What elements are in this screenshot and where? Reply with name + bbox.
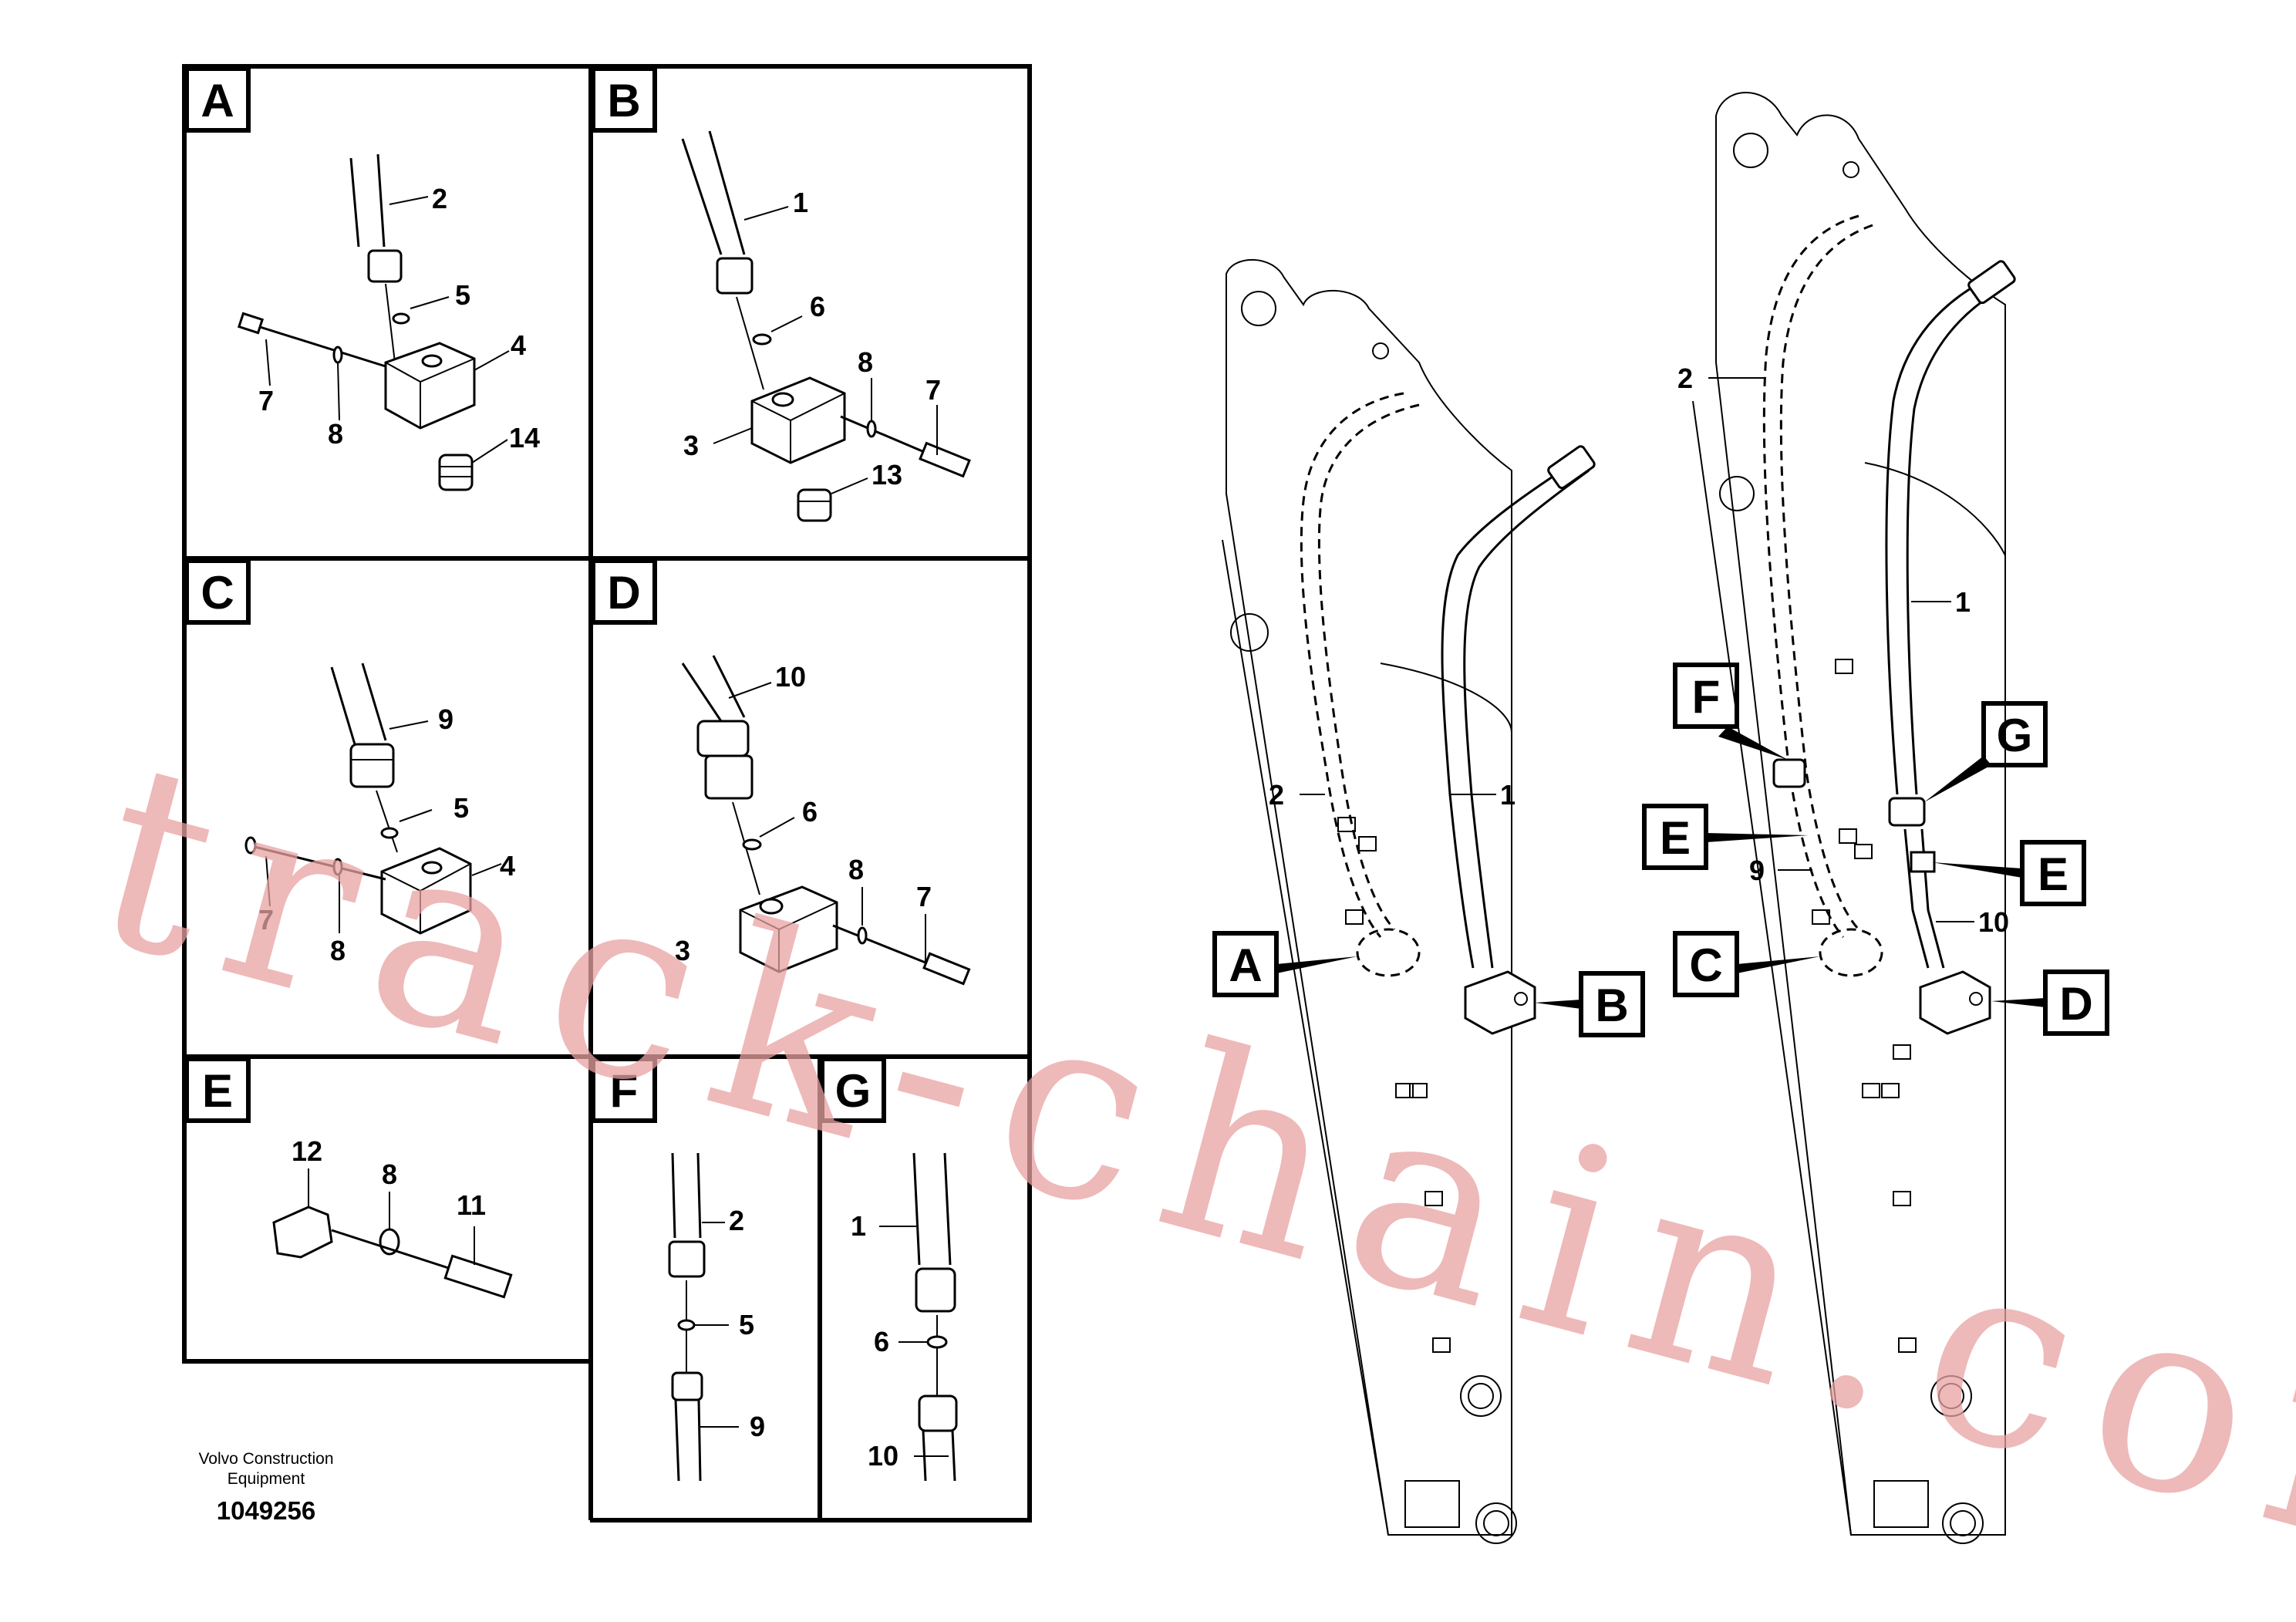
label-a-7: 7 (258, 385, 274, 416)
label-b-6: 6 (810, 291, 825, 322)
boom-left-label-2: 2 (1269, 779, 1284, 811)
panel-label-c: C (184, 558, 251, 625)
boom-right-callout-e-left: E (1660, 812, 1691, 864)
label-b-7: 7 (925, 374, 941, 406)
boom-right-callout-f: F (1692, 671, 1721, 723)
label-f-5: 5 (739, 1309, 754, 1340)
panel-c-drawing: 9 5 7 8 4 (244, 663, 515, 966)
label-b-1: 1 (793, 187, 808, 218)
label-a-4: 4 (511, 329, 526, 361)
panel-label-a: A (184, 66, 251, 133)
label-g-1: 1 (851, 1210, 866, 1242)
panel-f-drawing: 2 5 9 (668, 1152, 765, 1482)
label-b-3: 3 (683, 430, 699, 461)
panel-d-drawing: 10 6 8 7 3 (675, 655, 971, 986)
label-d-3: 3 (675, 935, 690, 966)
svg-text:E: E (202, 1065, 233, 1117)
panel-g-drawing: 1 6 10 (851, 1152, 958, 1482)
label-a-2: 2 (432, 183, 447, 214)
svg-text:A: A (201, 75, 234, 126)
label-d-10: 10 (775, 661, 806, 693)
boom-right-callout-c: C (1689, 939, 1722, 991)
label-b-13: 13 (872, 459, 902, 491)
label-c-7: 7 (258, 904, 274, 936)
label-b-8: 8 (858, 346, 873, 378)
caption-line-1: Volvo Construction (198, 1450, 333, 1468)
label-d-8: 8 (848, 854, 864, 885)
boom-right-label-10: 10 (1978, 906, 2009, 938)
boom-right-label-1: 1 (1955, 586, 1971, 618)
panel-label-f: F (591, 1057, 657, 1123)
label-c-5: 5 (453, 792, 469, 824)
svg-text:B: B (607, 75, 640, 126)
caption: Volvo Construction Equipment 1049256 (198, 1450, 333, 1525)
label-g-10: 10 (868, 1440, 899, 1472)
label-e-11: 11 (457, 1189, 486, 1221)
panel-label-g: G (820, 1057, 886, 1123)
svg-text:D: D (607, 567, 640, 619)
label-a-14: 14 (509, 422, 540, 454)
svg-text:F: F (610, 1065, 639, 1117)
svg-text:G: G (835, 1065, 872, 1117)
label-c-4: 4 (500, 850, 515, 882)
caption-line-2: Equipment (228, 1470, 305, 1488)
panel-label-e: E (184, 1057, 251, 1123)
document-number: 1049256 (217, 1496, 315, 1525)
label-f-2: 2 (729, 1205, 744, 1236)
boom-right-callout-g: G (1997, 710, 2033, 761)
label-f-9: 9 (750, 1411, 765, 1442)
panel-e-drawing: 12 8 11 (272, 1135, 513, 1299)
boom-right: 2 1 9 10 F G E E C D (1642, 92, 2109, 1544)
svg-text:C: C (201, 567, 234, 619)
boom-right-callout-e-right: E (2038, 848, 2068, 900)
label-a-5: 5 (455, 279, 470, 311)
boom-right-label-9: 9 (1749, 855, 1765, 886)
boom-right-label-2: 2 (1677, 363, 1693, 394)
panel-label-d: D (591, 558, 657, 625)
label-d-6: 6 (802, 796, 818, 828)
panel-label-b: B (591, 66, 657, 133)
boom-left: 2 1 A B (1212, 258, 1645, 1544)
label-g-6: 6 (874, 1326, 889, 1357)
panel-b-drawing: 1 6 8 7 3 13 (681, 130, 971, 522)
label-d-7: 7 (916, 881, 932, 912)
boom-left-label-1: 1 (1500, 779, 1515, 811)
boom-left-callout-b: B (1595, 980, 1628, 1031)
label-a-8: 8 (328, 418, 343, 450)
panel-a-drawing: 2 5 4 7 8 14 (237, 153, 540, 491)
label-e-12: 12 (292, 1135, 322, 1167)
label-c-8: 8 (330, 935, 346, 966)
boom-left-callout-a: A (1229, 939, 1262, 991)
boom-right-callout-d: D (2059, 978, 2092, 1030)
label-e-8: 8 (382, 1158, 397, 1190)
label-c-9: 9 (438, 703, 453, 735)
